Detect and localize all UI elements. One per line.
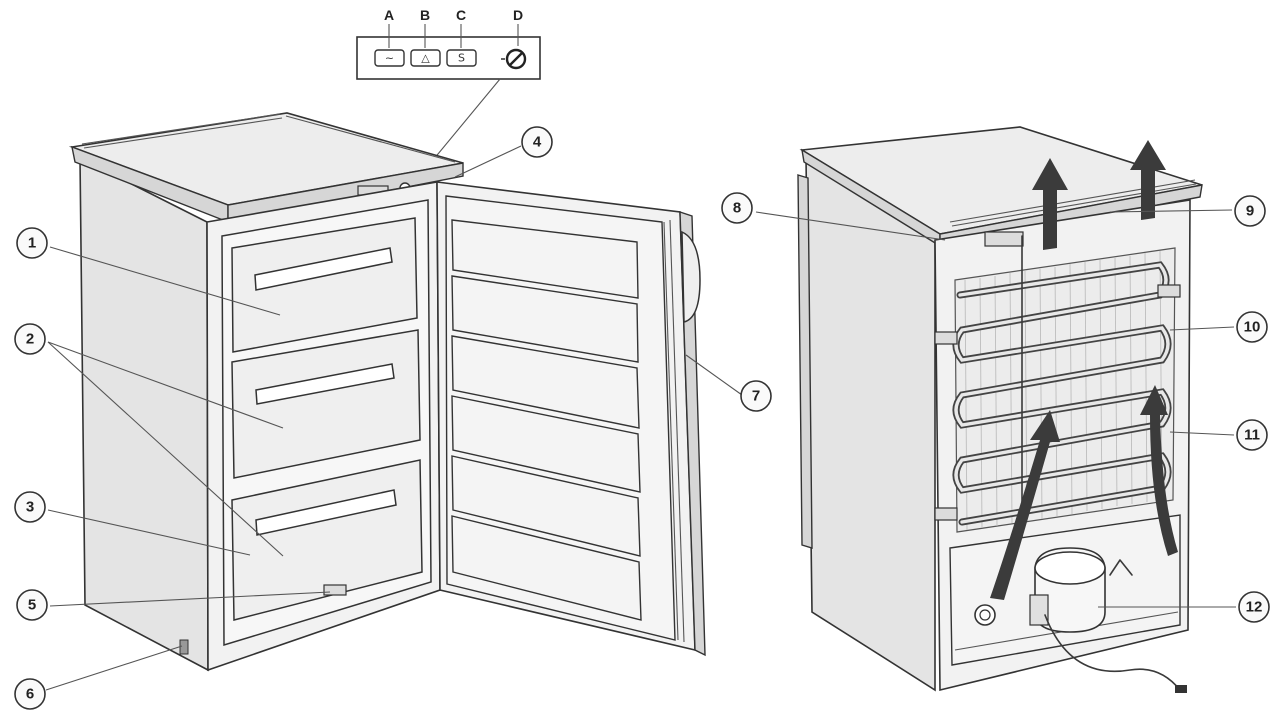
callout-label: 9 — [1246, 203, 1254, 220]
callout-10: 10 — [1236, 311, 1268, 343]
callout-leaders — [45, 145, 1236, 691]
freezer-rear-view — [797, 126, 1203, 693]
panel-letter-d: D — [513, 7, 523, 23]
callout-7: 7 — [740, 380, 772, 412]
callout-3: 3 — [14, 491, 46, 523]
super-freeze-button — [446, 49, 477, 67]
condenser-coil — [952, 261, 1172, 526]
freezer-front-view — [68, 112, 706, 672]
callout-11: 11 — [1236, 419, 1268, 451]
callout-label: 2 — [26, 331, 34, 348]
callout-6: 6 — [14, 678, 46, 710]
callout-label: 8 — [733, 200, 741, 217]
panel-letter-c: C — [456, 7, 466, 23]
callout-label: 1 — [28, 235, 36, 252]
freezer-drawers — [231, 217, 423, 621]
airflow-up-arrow-icon — [1032, 140, 1166, 250]
power-indicator-symbol: ~ — [385, 52, 394, 65]
control-panel-inset: A B C D ~ △ S — [356, 7, 541, 184]
panel-letter-b: B — [420, 7, 430, 23]
callout-12: 12 — [1238, 591, 1270, 623]
freezer-door — [436, 181, 706, 657]
super-freeze-symbol: S — [458, 52, 465, 65]
panel-letter-a: A — [384, 7, 394, 23]
callout-label: 11 — [1244, 427, 1260, 444]
alarm-indicator — [410, 49, 441, 67]
callout-label: 5 — [28, 597, 36, 614]
airflow-curved-arrow-icon — [990, 385, 1178, 600]
callout-9: 9 — [1234, 195, 1266, 227]
callout-label: 4 — [533, 134, 542, 151]
alarm-indicator-symbol: △ — [421, 52, 430, 65]
callout-label: 12 — [1246, 599, 1263, 616]
callout-label: 6 — [26, 686, 34, 703]
callout-5: 5 — [16, 589, 48, 621]
thermostat-knob-icon — [501, 48, 527, 70]
callout-label: 3 — [26, 499, 34, 516]
callout-label: 7 — [752, 388, 760, 405]
callout-1: 1 — [16, 227, 48, 259]
callout-8: 8 — [721, 192, 753, 224]
callout-4: 4 — [521, 126, 553, 158]
power-indicator — [374, 49, 405, 67]
compressor — [1029, 547, 1133, 633]
callout-2: 2 — [14, 323, 46, 355]
callout-label: 10 — [1244, 319, 1261, 336]
